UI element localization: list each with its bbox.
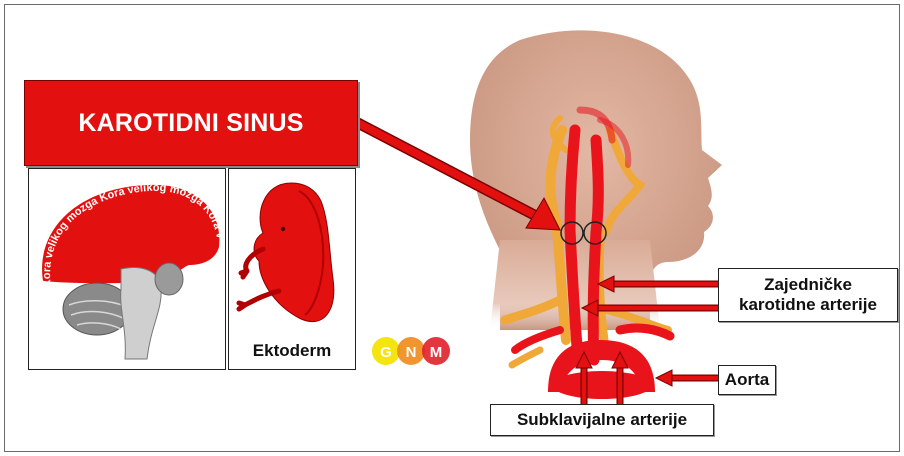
aorta-label: Aorta [718,365,776,395]
zajednicke-line-2: karotidne arterije [719,295,897,315]
ektoderm-label: Ektoderm [229,341,355,361]
aorta-arrow [656,370,718,386]
zajednicke-line-1: Zajedničke [719,275,897,295]
gnm-logo: G N M [370,335,452,367]
karotidni-sinus-title: KAROTIDNI SINUS [24,80,358,166]
embryo-body [254,183,334,322]
brain-illustration: Kora velikog mozga Kora velikog mozga Ko… [29,169,225,369]
zajednicke-karotidne-label: Zajedničke karotidne arterije [718,268,898,322]
aorta-base [552,371,652,399]
subklavijalne-label: Subklavijalne arterije [490,404,714,436]
embryo-illustration [229,169,355,339]
logo-letter-n: N [406,344,417,361]
brain-panel: Kora velikog mozga Kora velikog mozga Ko… [28,168,226,370]
logo-letter-m: M [430,344,443,361]
embryo-panel: Ektoderm [228,168,356,370]
logo-letter-g: G [380,344,392,361]
